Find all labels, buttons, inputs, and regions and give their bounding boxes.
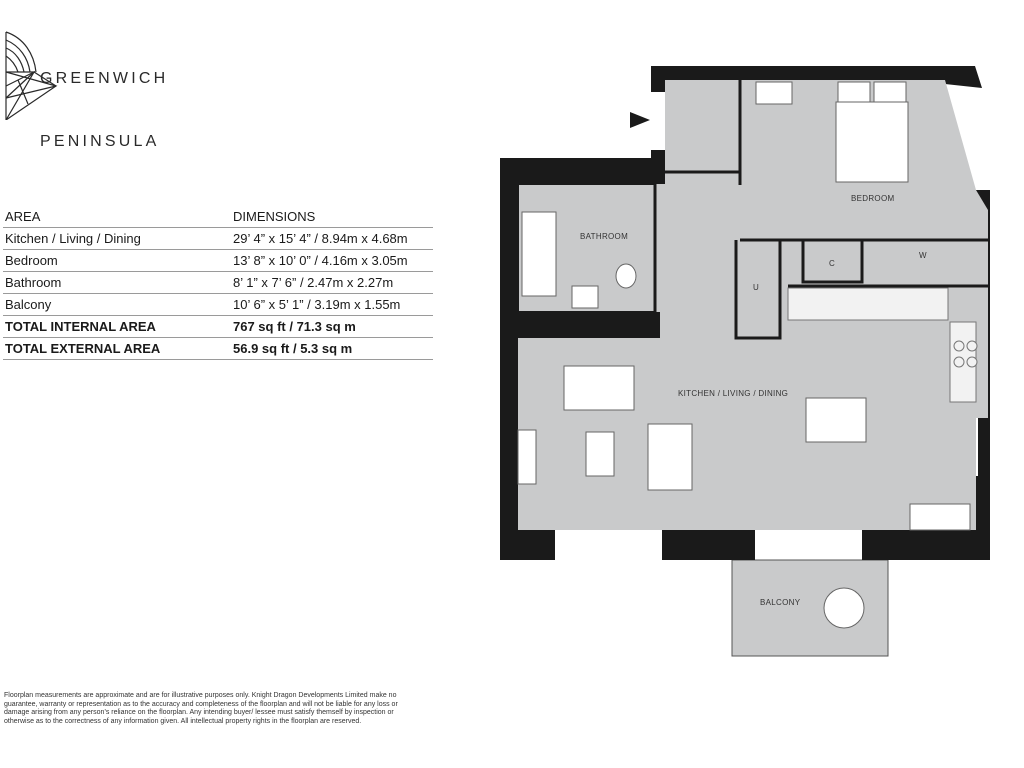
dimensions-cell: 10’ 6” x 5’ 1” / 3.19m x 1.55m bbox=[231, 293, 433, 316]
bed-furniture bbox=[755, 81, 909, 183]
table-row-total-internal: TOTAL INTERNAL AREA 767 sq ft / 71.3 sq … bbox=[3, 315, 433, 338]
living-furniture bbox=[517, 365, 971, 531]
room-label-kitchen: KITCHEN / LIVING / DINING bbox=[678, 389, 788, 398]
table-header-row: AREA DIMENSIONS bbox=[3, 206, 433, 228]
table-row: Balcony 10’ 6” x 5’ 1” / 3.19m x 1.55m bbox=[3, 293, 433, 316]
balcony-table bbox=[823, 587, 865, 629]
table-row: Kitchen / Living / Dining 29’ 4” x 15’ 4… bbox=[3, 227, 433, 250]
area-schedule-table: AREA DIMENSIONS Kitchen / Living / Dinin… bbox=[3, 206, 433, 360]
interior-walls bbox=[653, 80, 988, 340]
area-cell: Bedroom bbox=[3, 249, 231, 272]
brand-line-1: GREENWICH bbox=[40, 70, 169, 87]
table-row: Bathroom 8’ 1” x 7’ 6” / 2.47m x 2.27m bbox=[3, 271, 433, 294]
entrance-arrow-icon bbox=[630, 112, 650, 128]
table-row: Bedroom 13’ 8” x 10’ 0” / 4.16m x 3.05m bbox=[3, 249, 433, 272]
table-row-total-external: TOTAL EXTERNAL AREA 56.9 sq ft / 5.3 sq … bbox=[3, 337, 433, 360]
room-label-bedroom: BEDROOM bbox=[851, 194, 894, 203]
balcony-area bbox=[731, 559, 889, 657]
brand-name: GREENWICH PENINSULA bbox=[40, 26, 168, 194]
kitchen-counter bbox=[787, 287, 978, 403]
dimensions-header: DIMENSIONS bbox=[231, 206, 433, 228]
dimensions-cell: 29’ 4” x 15’ 4” / 8.94m x 4.68m bbox=[231, 227, 433, 250]
area-header: AREA bbox=[3, 206, 231, 228]
room-label-utility: U bbox=[753, 283, 759, 292]
greenwich-peninsula-logo-icon bbox=[5, 31, 58, 120]
brand-block: GREENWICH PENINSULA bbox=[4, 26, 224, 150]
room-label-cupboard: C bbox=[829, 259, 835, 268]
area-cell: Kitchen / Living / Dining bbox=[3, 227, 231, 250]
dimensions-cell: 13’ 8” x 10’ 0” / 4.16m x 3.05m bbox=[231, 249, 433, 272]
brand-line-2: PENINSULA bbox=[40, 133, 160, 150]
dimensions-cell: 767 sq ft / 71.3 sq m bbox=[231, 315, 433, 338]
area-cell: TOTAL INTERNAL AREA bbox=[3, 315, 231, 338]
room-label-wardrobe: W bbox=[919, 251, 927, 260]
room-label-bathroom: BATHROOM bbox=[580, 232, 628, 241]
area-cell: Balcony bbox=[3, 293, 231, 316]
area-cell: Bathroom bbox=[3, 271, 231, 294]
dimensions-cell: 56.9 sq ft / 5.3 sq m bbox=[231, 337, 433, 360]
disclaimer-text: Floorplan measurements are approximate a… bbox=[4, 692, 398, 725]
room-label-balcony: BALCONY bbox=[760, 598, 801, 607]
area-cell: TOTAL EXTERNAL AREA bbox=[3, 337, 231, 360]
bathroom-fixtures bbox=[521, 211, 637, 309]
dimensions-cell: 8’ 1” x 7’ 6” / 2.47m x 2.27m bbox=[231, 271, 433, 294]
